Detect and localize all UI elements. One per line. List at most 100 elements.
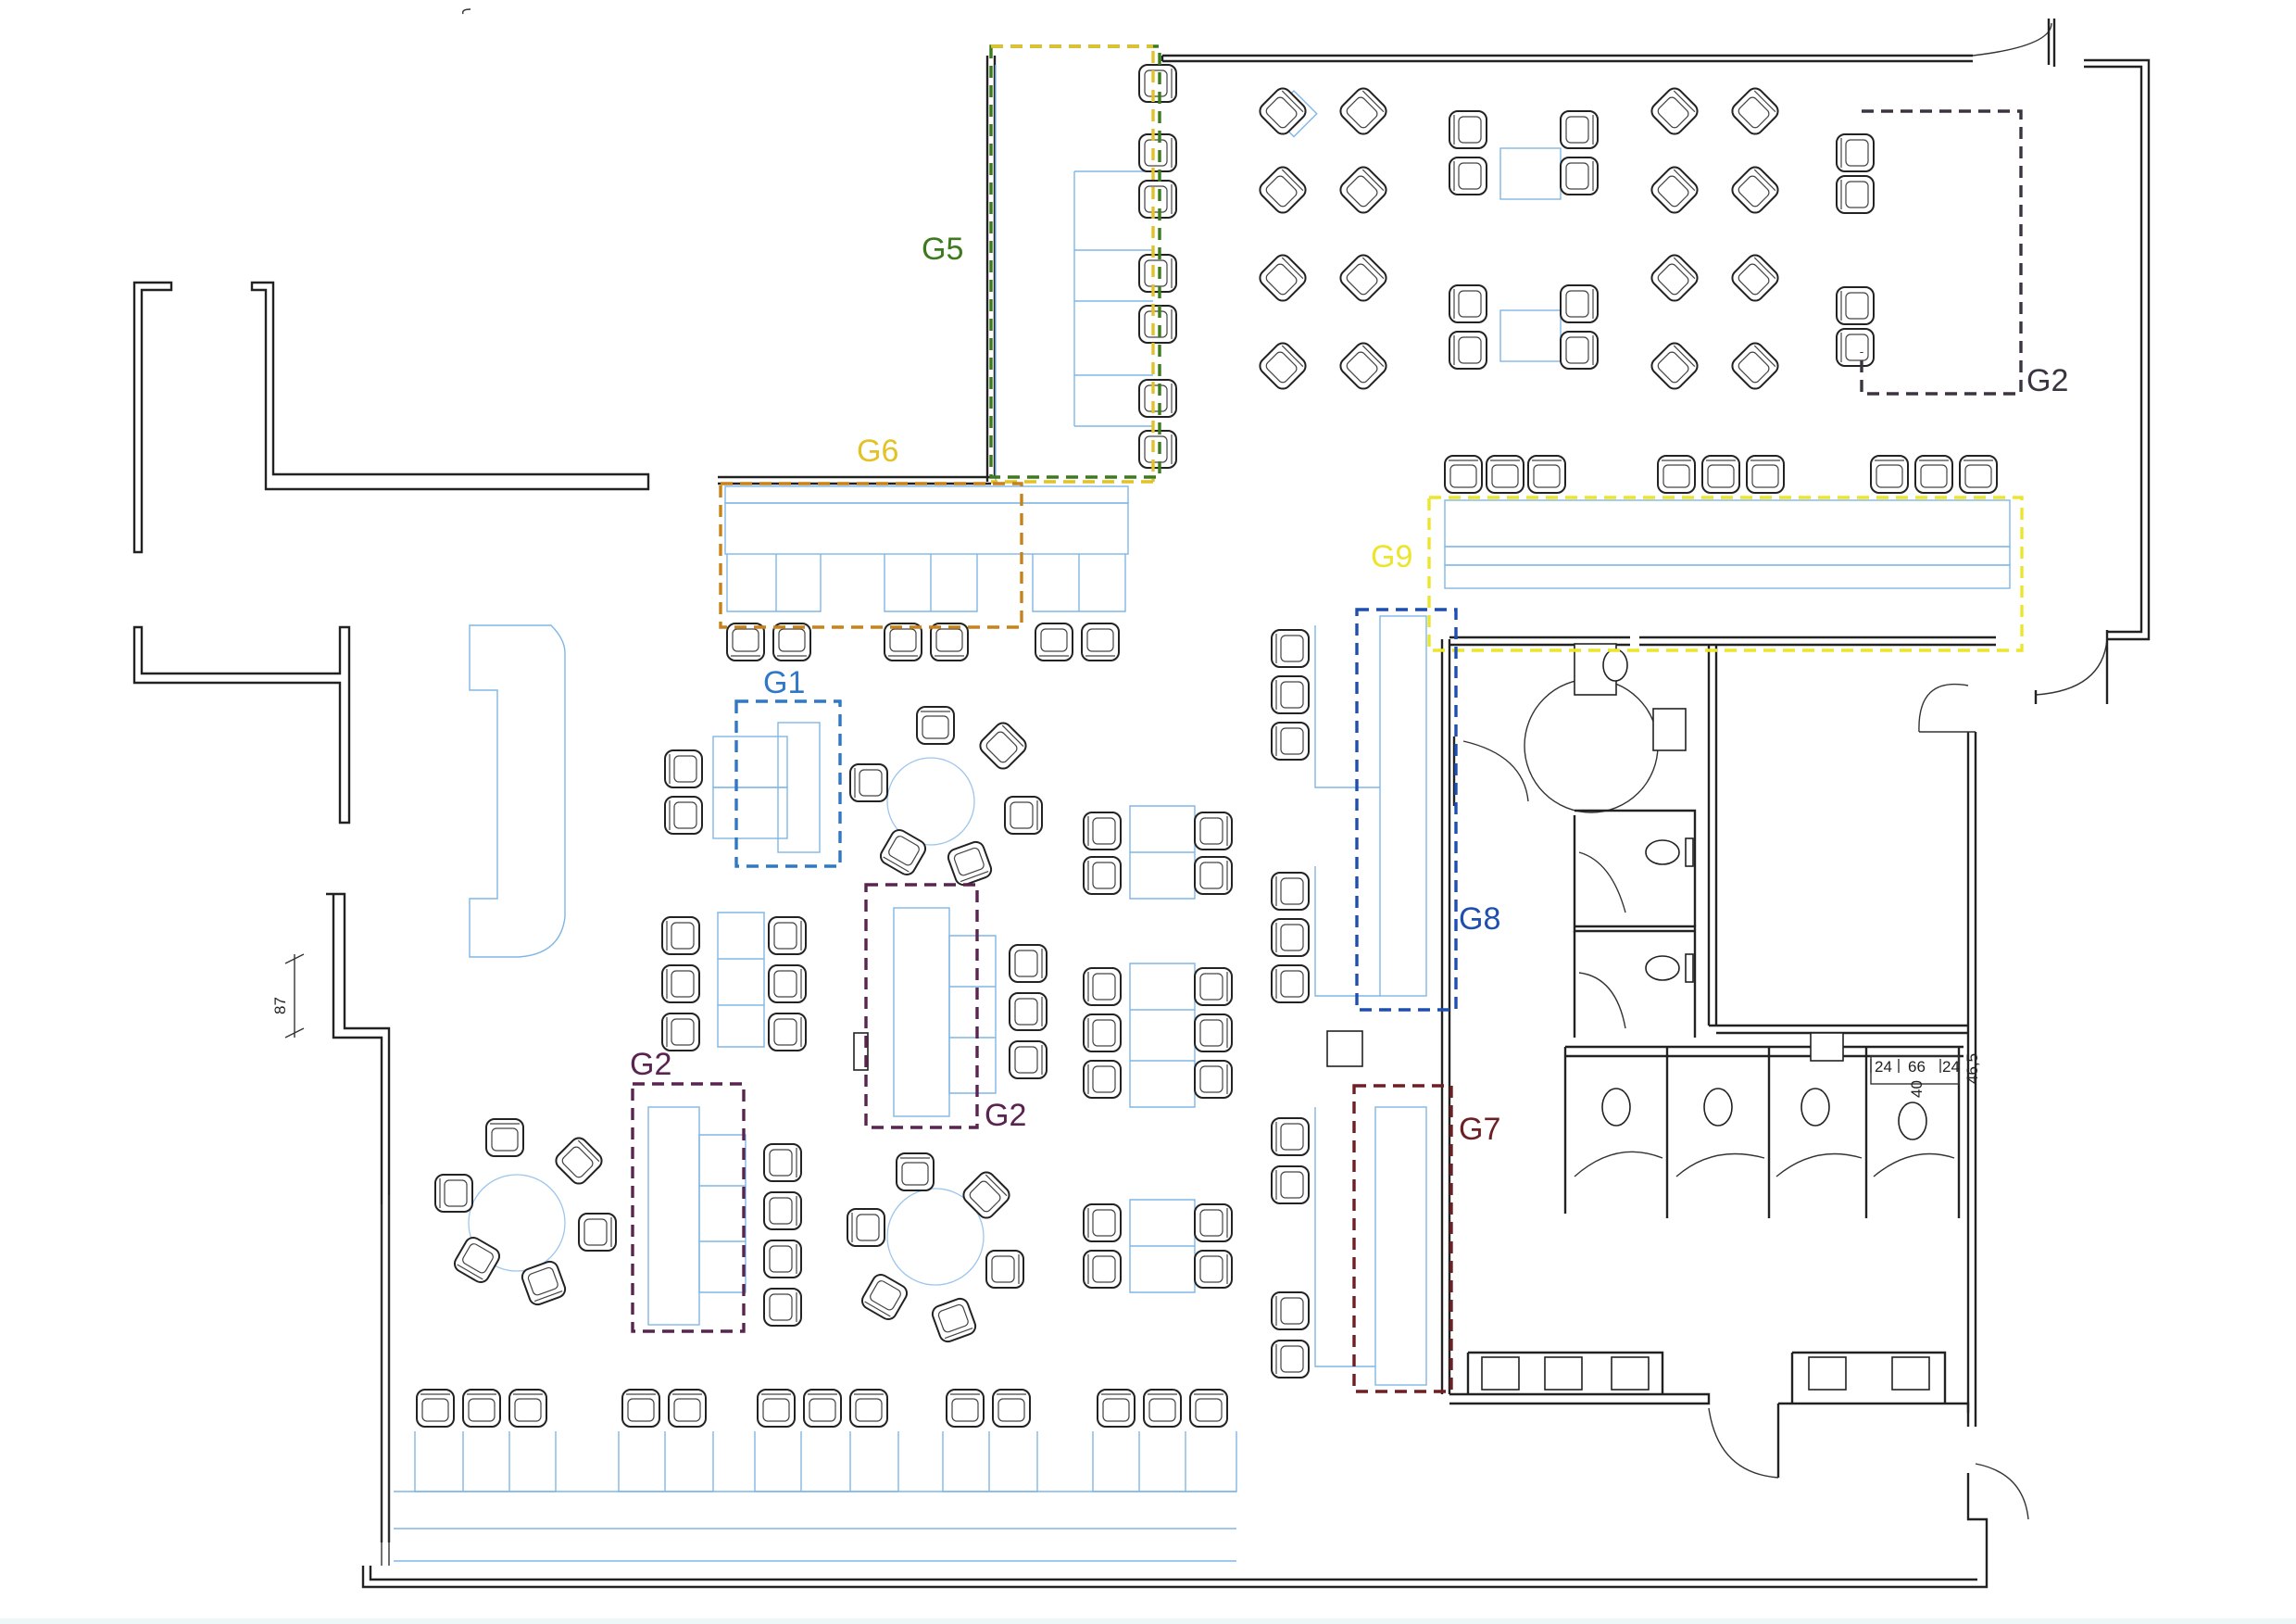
chair: [453, 1236, 501, 1284]
chair: [1731, 166, 1779, 214]
chair: [1194, 1060, 1233, 1099]
chair: [416, 1389, 455, 1428]
chair: [621, 1389, 660, 1428]
chair: [1914, 455, 1953, 494]
chair: [763, 1143, 802, 1182]
chair: [1560, 331, 1599, 370]
chair: [1339, 254, 1387, 302]
chair: [1259, 87, 1307, 135]
chair: [1083, 1013, 1122, 1052]
chair: [849, 1389, 888, 1428]
dimension-40: 40: [1908, 1080, 1926, 1098]
chair: [661, 916, 700, 955]
page-edge: [0, 1618, 2296, 1624]
chair: [772, 623, 811, 661]
chair: [757, 1389, 796, 1428]
chair: [1138, 254, 1177, 293]
chair: [1083, 812, 1122, 850]
zone-g1-outline: [734, 699, 842, 868]
chair: [1449, 110, 1487, 149]
chair: [462, 1389, 501, 1428]
zone-g6-inner-outline: [719, 482, 1023, 629]
chair: [485, 1118, 524, 1157]
chair: [803, 1389, 842, 1428]
chair: [1009, 944, 1048, 983]
chair: [1657, 455, 1696, 494]
restroom-fixtures: [1452, 643, 1964, 1404]
zone-label-g7: G7: [1459, 1112, 1500, 1147]
chair: [1836, 175, 1875, 214]
chair: [1194, 967, 1233, 1006]
chair: [1560, 284, 1599, 323]
chair: [1271, 629, 1310, 668]
chair: [1271, 1117, 1310, 1156]
chair: [931, 1297, 977, 1343]
chair: [1083, 856, 1122, 895]
chair: [896, 1152, 935, 1191]
zone-labels: G5 G6 G1 G2 G2 G2 G9 G8 G7: [630, 232, 2068, 1147]
chair: [1271, 872, 1310, 911]
zone-g2-left-outline: [631, 1082, 746, 1333]
chair: [1271, 722, 1310, 761]
dining-tables: [647, 89, 1562, 1326]
chair: [849, 763, 888, 802]
chair: [1339, 342, 1387, 390]
chair: [1836, 328, 1875, 367]
chair: [962, 1171, 1010, 1219]
chair: [1836, 133, 1875, 172]
chair: [1731, 87, 1779, 135]
chair: [578, 1213, 617, 1252]
chair: [1271, 964, 1310, 1003]
chair: [763, 1240, 802, 1278]
chair: [668, 1389, 707, 1428]
chair: [1650, 342, 1699, 390]
chair: [1035, 623, 1073, 661]
chair: [1194, 1203, 1233, 1242]
chair: [661, 964, 700, 1003]
chair: [1836, 286, 1875, 325]
zone-label-g9: G9: [1371, 539, 1412, 574]
chair: [884, 623, 922, 661]
chair: [1271, 1340, 1310, 1379]
zone-g5-outline: [989, 44, 1161, 479]
chair: [1444, 455, 1483, 494]
chair: [1138, 305, 1177, 344]
chair: [1083, 1060, 1122, 1099]
chair: [1650, 87, 1699, 135]
chair: [768, 964, 807, 1003]
chair: [1449, 284, 1487, 323]
zone-label-g2-top: G2: [2026, 363, 2068, 398]
chair: [1194, 1250, 1233, 1289]
chair: [947, 840, 993, 887]
chair: [1081, 623, 1120, 661]
chair: [1009, 992, 1048, 1031]
zone-g2-center-outline: [864, 883, 979, 1129]
chair: [879, 828, 927, 876]
chair: [1259, 166, 1307, 214]
bar-counter: [469, 624, 566, 958]
chair: [930, 623, 969, 661]
chair: [1259, 254, 1307, 302]
chairs: [416, 64, 1998, 1428]
dimension-87: 87: [271, 997, 289, 1014]
chair: [1271, 1165, 1310, 1204]
chair: [763, 1191, 802, 1230]
chair: [1271, 675, 1310, 714]
chair: [1527, 455, 1566, 494]
chair: [508, 1389, 547, 1428]
chair: [664, 749, 703, 788]
chair: [1259, 342, 1307, 390]
dimension-66: 66: [1908, 1058, 1926, 1076]
zone-outlines: [631, 44, 2024, 1393]
bench-tables: [394, 65, 2011, 1562]
dimension-24a: 24: [1875, 1058, 1892, 1076]
zone-label-g5: G5: [922, 232, 963, 267]
chair: [1731, 342, 1779, 390]
chair: [661, 1013, 700, 1051]
chair: [847, 1208, 885, 1247]
chair: [1271, 918, 1310, 957]
chair: [1138, 180, 1177, 219]
dimension-46-5: 46,5: [1964, 1053, 1981, 1084]
chair: [1194, 856, 1233, 895]
